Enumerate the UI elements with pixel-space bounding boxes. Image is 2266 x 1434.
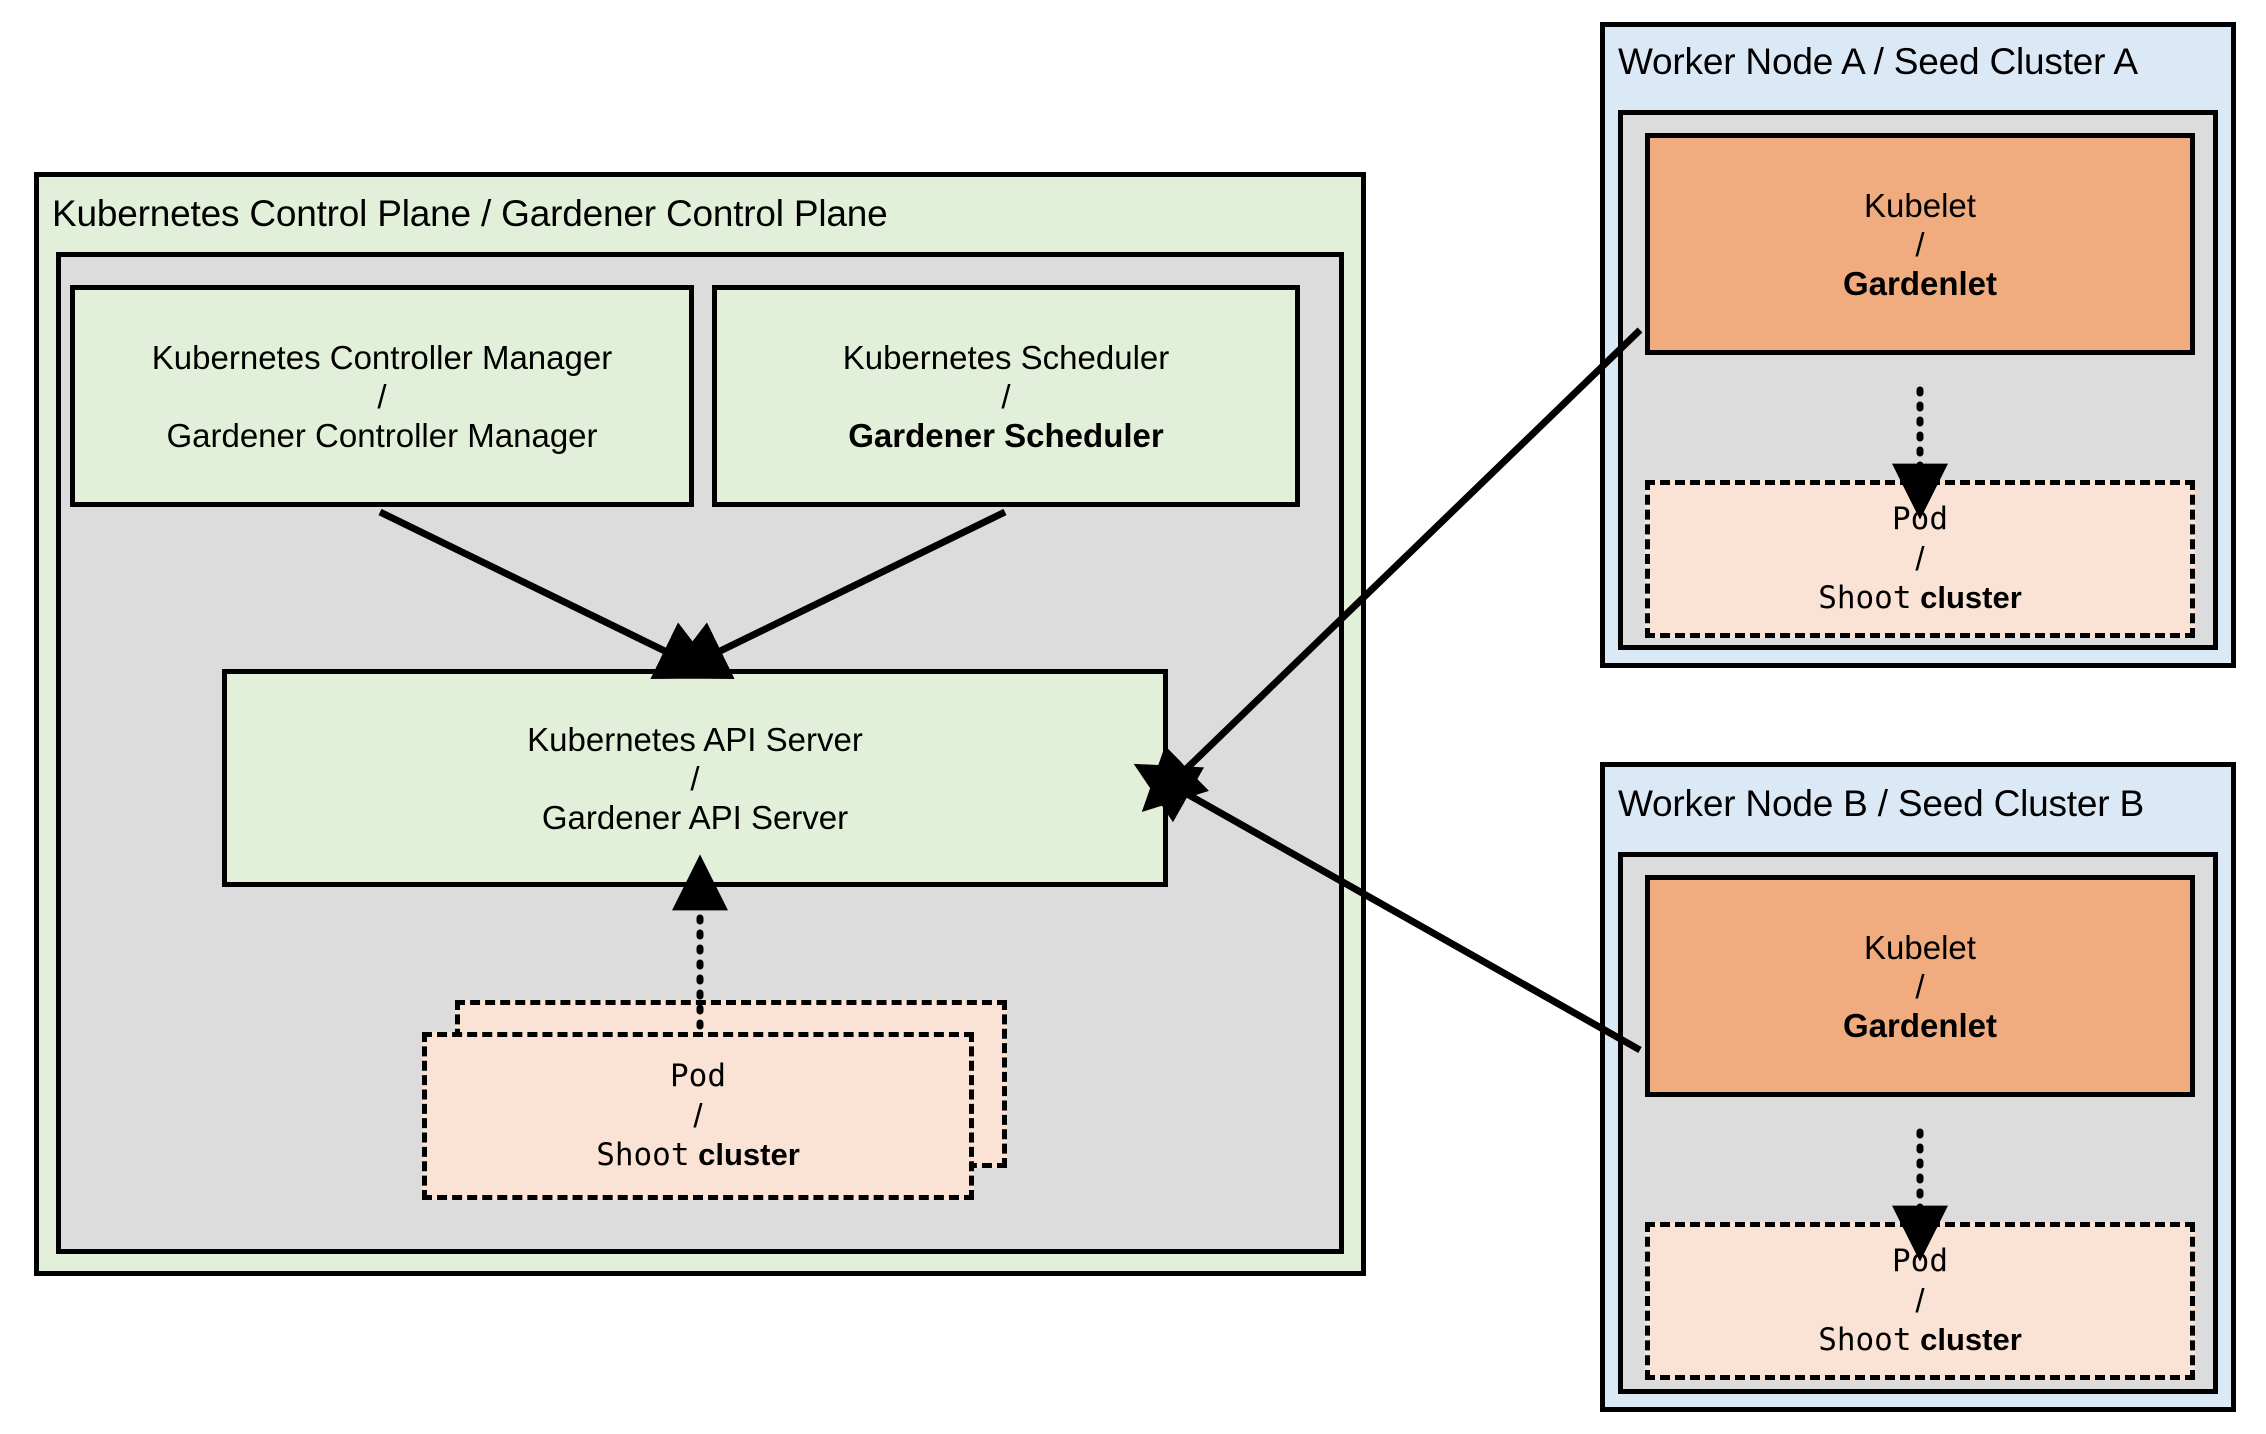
control-plane-pod-separator: / xyxy=(693,1097,703,1134)
worker-a-kubelet-separator: / xyxy=(1915,225,1925,263)
worker-b-gardenlet-label: Gardenlet xyxy=(1842,1006,1998,1044)
kubernetes-api-server-box[interactable]: Kubernetes API Server / Gardener API Ser… xyxy=(222,669,1168,887)
controller-manager-separator: / xyxy=(377,377,387,415)
controller-manager-line1: Kubernetes Controller Manager xyxy=(151,338,613,376)
worker-a-kubelet-line1: Kubelet xyxy=(1864,186,1976,224)
worker-b-pod-line1: Pod xyxy=(1892,1243,1948,1279)
worker-node-a-pod-box[interactable]: Pod / Shoot cluster xyxy=(1645,480,2195,638)
scheduler-line1: Kubernetes Scheduler xyxy=(842,338,1170,376)
worker-a-pod-line1: Pod xyxy=(1892,501,1948,537)
worker-b-pod-shoot-label: Shoot xyxy=(1818,1322,1912,1358)
worker-node-b-kubelet-box[interactable]: Kubelet / Gardenlet xyxy=(1645,875,2195,1097)
worker-a-pod-separator: / xyxy=(1915,540,1925,577)
scheduler-line2: Gardener Scheduler xyxy=(848,416,1164,454)
control-plane-title: Kubernetes Control Plane / Gardener Cont… xyxy=(52,193,888,234)
worker-b-kubelet-separator: / xyxy=(1915,967,1925,1005)
worker-a-gardenlet-label: Gardenlet xyxy=(1842,264,1998,302)
control-plane-pod-line1: Pod xyxy=(670,1058,726,1094)
worker-b-pod-cluster-label: cluster xyxy=(1920,1322,2022,1357)
kubernetes-controller-manager-box[interactable]: Kubernetes Controller Manager / Gardener… xyxy=(70,285,694,507)
scheduler-separator: / xyxy=(1001,377,1011,415)
worker-b-kubelet-line1: Kubelet xyxy=(1864,928,1976,966)
worker-node-b-pod-box[interactable]: Pod / Shoot cluster xyxy=(1645,1222,2195,1380)
worker-node-b-title: Worker Node B / Seed Cluster B xyxy=(1618,783,2144,824)
worker-a-pod-cluster-label: cluster xyxy=(1920,580,2022,615)
api-server-line2: Gardener API Server xyxy=(541,798,849,836)
api-server-line1: Kubernetes API Server xyxy=(527,720,863,758)
control-plane-pod-shoot-label: Shoot xyxy=(596,1137,690,1173)
worker-a-pod-shoot-label: Shoot xyxy=(1818,580,1912,616)
controller-manager-line2: Gardener Controller Manager xyxy=(166,416,598,454)
worker-node-a-kubelet-box[interactable]: Kubelet / Gardenlet xyxy=(1645,133,2195,355)
worker-b-pod-line2: Shoot cluster xyxy=(1818,1320,2022,1360)
worker-node-a-title: Worker Node A / Seed Cluster A xyxy=(1618,41,2138,82)
control-plane-pod-box[interactable]: Pod / Shoot cluster xyxy=(422,1032,974,1200)
worker-a-pod-line2: Shoot cluster xyxy=(1818,578,2022,618)
control-plane-pod-line2: Shoot cluster xyxy=(596,1135,800,1175)
worker-b-pod-separator: / xyxy=(1915,1282,1925,1319)
kubernetes-scheduler-box[interactable]: Kubernetes Scheduler / Gardener Schedule… xyxy=(712,285,1300,507)
control-plane-pod-cluster-label: cluster xyxy=(698,1137,800,1172)
api-server-separator: / xyxy=(690,759,700,797)
